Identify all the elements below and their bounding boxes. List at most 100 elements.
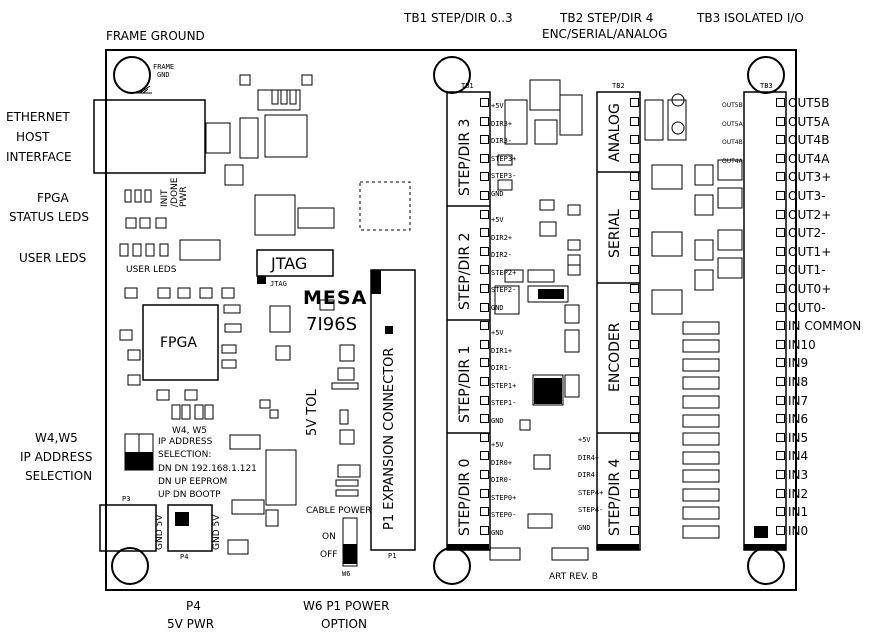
tb1-block-1: STEP/DIR 1 bbox=[457, 345, 473, 423]
fpga-chip bbox=[142, 304, 219, 381]
terminal-pin bbox=[630, 321, 639, 331]
p1-connector bbox=[370, 269, 416, 551]
ethernet-jack bbox=[93, 99, 206, 174]
tb1-pin-label: +5V bbox=[491, 216, 504, 224]
tb3-silk-label: OUT4B bbox=[722, 139, 743, 147]
p4-gnd5v: GND 5V bbox=[212, 514, 222, 550]
terminal-pin bbox=[776, 432, 785, 442]
tb2-pin-label: STEP4- bbox=[578, 506, 604, 514]
tb1-pin-label: GND bbox=[491, 416, 504, 425]
tb3-ref: TB3 bbox=[760, 82, 773, 90]
terminal-pin bbox=[480, 395, 489, 405]
tb1-pin-label: DIR2+ bbox=[491, 233, 513, 242]
terminal-pin bbox=[776, 284, 785, 293]
terminal-pin bbox=[776, 451, 785, 461]
terminal-pin bbox=[480, 284, 489, 293]
w6-jumper bbox=[342, 517, 358, 567]
terminal-pin bbox=[630, 395, 639, 405]
w6-ref: W6 bbox=[342, 570, 351, 578]
tb1-pin-label: DIR0- bbox=[491, 476, 513, 484]
status-led-init: INIT bbox=[160, 189, 170, 207]
terminal-pin bbox=[480, 209, 489, 219]
tb3-pin-label: IN3 bbox=[788, 468, 809, 482]
terminal-pin bbox=[480, 246, 489, 256]
p4-ref: P4 bbox=[180, 553, 189, 561]
terminal-pin bbox=[480, 172, 489, 182]
terminal-pin bbox=[630, 470, 639, 479]
jtag-label: JTAG bbox=[271, 254, 308, 273]
terminal-pin bbox=[480, 377, 489, 386]
tb1-pin-label: STEP2+ bbox=[491, 268, 517, 277]
tb3-pin-label: OUT5A bbox=[788, 114, 830, 129]
frame-ground-label: FRAME GROUND bbox=[106, 29, 205, 43]
frame-gnd-silk-2: GND bbox=[157, 71, 170, 79]
tb3-pin-label: IN0 bbox=[788, 523, 809, 538]
user-leds-label: USER LEDS bbox=[19, 251, 87, 265]
tb1-pin-label: STEP0- bbox=[491, 511, 517, 519]
tb1-pin-label: STEP2- bbox=[491, 286, 517, 294]
terminal-pin bbox=[480, 228, 489, 238]
terminal-pin bbox=[480, 135, 489, 145]
terminal-pin bbox=[776, 507, 785, 517]
terminal-pin bbox=[776, 172, 785, 182]
fpga-status-label-1: FPGA bbox=[37, 191, 69, 205]
fpga-label: FPGA bbox=[160, 335, 197, 351]
terminal-pin bbox=[776, 98, 785, 107]
tb3-pin-label: IN COMMON bbox=[788, 319, 862, 334]
terminal-pin bbox=[480, 339, 489, 349]
mounting-hole-bm bbox=[433, 547, 471, 585]
p3-connector bbox=[99, 504, 157, 552]
terminal-pin bbox=[480, 98, 489, 107]
tb3-pin-label: IN4 bbox=[788, 449, 809, 464]
terminal-pin bbox=[776, 470, 785, 479]
tb3-pin-label: OUT1- bbox=[788, 263, 826, 278]
ip-info-2: IP ADDRESS bbox=[158, 437, 213, 447]
ip-info-3: SELECTION: bbox=[158, 450, 212, 460]
terminal-pin bbox=[630, 432, 639, 442]
tb3-pin-label: IN5 bbox=[788, 430, 809, 445]
terminal-pin bbox=[630, 451, 639, 461]
tb1-pin-label: GND bbox=[491, 303, 504, 312]
terminal-pin bbox=[480, 451, 489, 461]
ip-info-1: W4, W5 bbox=[172, 426, 207, 436]
tb3-pin-label: IN10 bbox=[788, 337, 816, 352]
tb1-block-3: STEP/DIR 3 bbox=[457, 118, 473, 196]
terminal-pin bbox=[630, 116, 639, 126]
terminal-pin bbox=[776, 116, 785, 126]
art-rev-label: ART REV. B bbox=[549, 572, 598, 582]
tb1-pin-label: GND bbox=[491, 528, 504, 537]
terminal-pin bbox=[776, 377, 785, 386]
tb3-pin-label: IN7 bbox=[788, 393, 809, 408]
w6-label-2: OPTION bbox=[321, 617, 367, 631]
jtag-small-label: JTAG bbox=[270, 280, 287, 288]
user-leds-silk: USER LEDS bbox=[126, 265, 177, 275]
tb1-pin-label: +5V bbox=[491, 441, 504, 449]
tb3-silk-label: OUT4A bbox=[722, 157, 743, 165]
tb1-block-0: STEP/DIR 0 bbox=[457, 458, 473, 536]
model-label: 7I96S bbox=[306, 314, 358, 335]
terminal-pin bbox=[776, 302, 785, 312]
p1-label: P1 EXPANSION CONNECTOR bbox=[382, 347, 397, 530]
p1-ref: P1 bbox=[388, 552, 397, 560]
mounting-hole-br bbox=[747, 547, 785, 585]
tb3-pin-label: OUT3- bbox=[788, 189, 826, 203]
tb1-ref: TB1 bbox=[461, 82, 474, 90]
tb2-block-encoder: ENCODER bbox=[607, 322, 623, 392]
terminal-pin bbox=[630, 153, 639, 163]
terminal-pin bbox=[630, 414, 639, 424]
terminal-pin bbox=[480, 525, 489, 535]
terminal-pin bbox=[630, 525, 639, 535]
terminal-pin bbox=[480, 488, 489, 498]
terminal-pin bbox=[480, 153, 489, 163]
tb3-pin-label: OUT1+ bbox=[788, 244, 832, 259]
tb1-pin-label: +5V bbox=[491, 102, 504, 110]
ip-info-6: UP DN BOOTP bbox=[158, 490, 221, 500]
mounting-hole-tl bbox=[113, 56, 151, 94]
terminal-pin bbox=[630, 358, 639, 368]
mounting-hole-tr2 bbox=[747, 56, 785, 94]
terminal-pin bbox=[630, 488, 639, 498]
terminal-pin bbox=[630, 339, 639, 349]
p4-label-1: P4 bbox=[186, 599, 201, 613]
terminal-pin bbox=[776, 321, 785, 331]
